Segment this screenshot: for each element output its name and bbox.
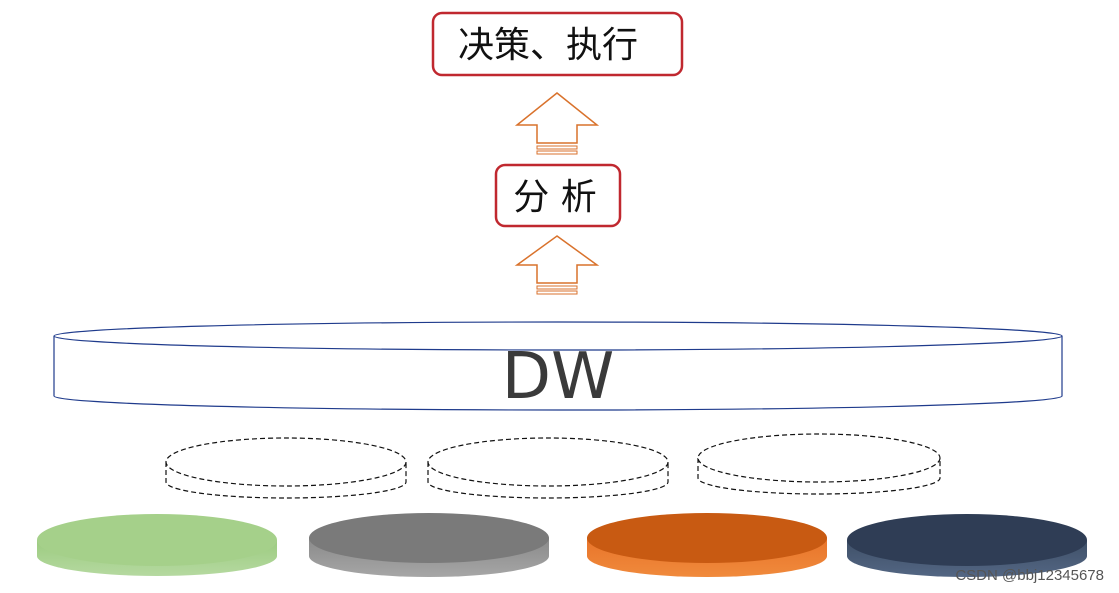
staging-disk-2 — [427, 437, 669, 499]
staging-disk-1 — [165, 437, 407, 499]
csdn-watermark: CSDN @bbj12345678 — [955, 567, 1104, 584]
staging-disk-3 — [697, 433, 941, 495]
source-disk-gray — [309, 513, 549, 577]
source-disk-orange — [587, 513, 827, 577]
decision-box-label: 决策、执行 — [458, 25, 638, 66]
up-arrow-top — [514, 92, 600, 155]
source-disk-green — [37, 514, 277, 576]
analysis-box-label: 分 析 — [513, 177, 596, 218]
data-warehouse-label: DW — [502, 340, 615, 414]
analysis-box: 分 析 — [494, 163, 622, 228]
decision-box: 决策、执行 — [431, 11, 684, 77]
data-warehouse-disk: DW — [53, 321, 1063, 414]
source-disk-navy — [847, 514, 1087, 577]
up-arrow-bottom — [514, 235, 600, 295]
